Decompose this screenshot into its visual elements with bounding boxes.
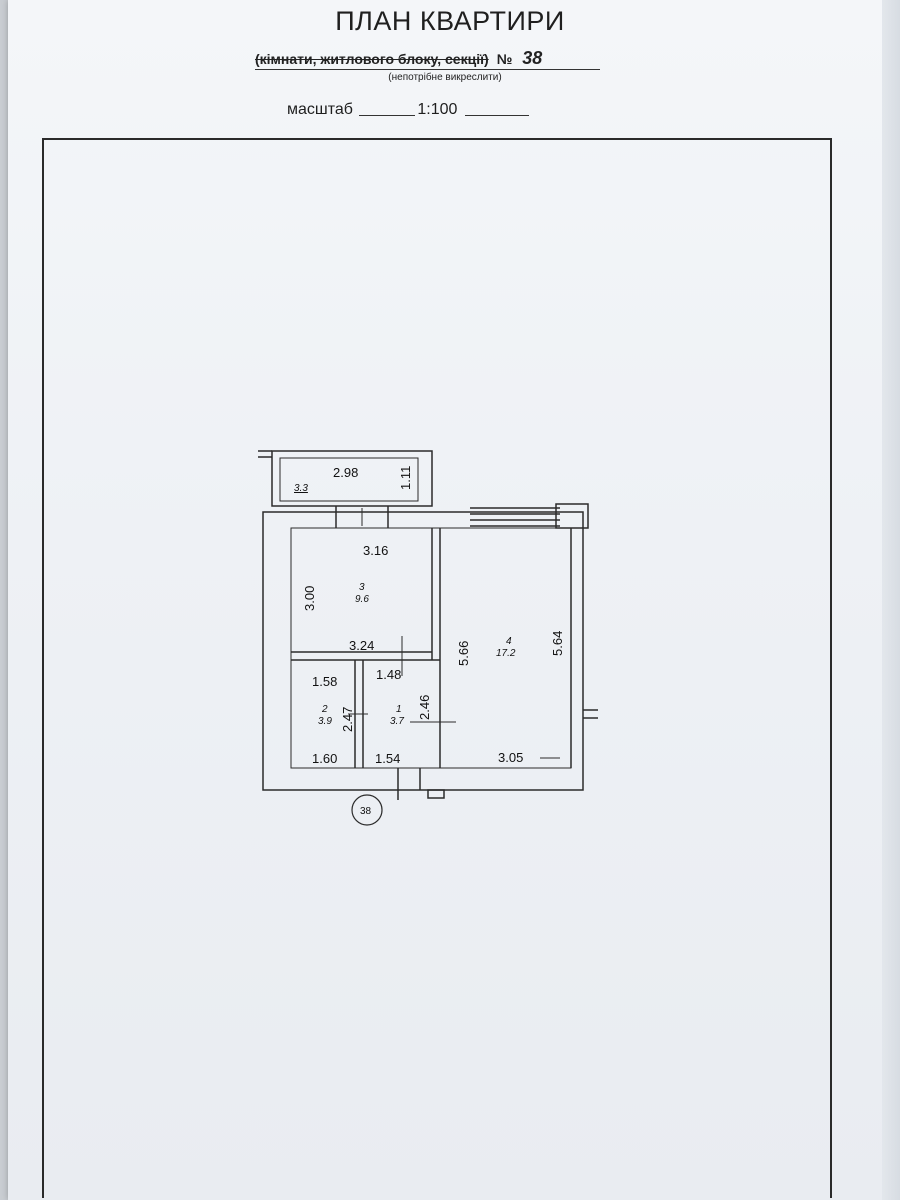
room2-top-dim: 1.58 xyxy=(312,674,337,689)
room4-area: 17.2 xyxy=(496,648,516,659)
subtitle-underline xyxy=(255,69,600,70)
window-pier xyxy=(555,503,589,529)
room3-area: 9.6 xyxy=(355,594,369,605)
room1-area: 3.7 xyxy=(390,716,404,727)
room4-number: 4 xyxy=(506,636,512,647)
balcony-width: 1.11 xyxy=(398,466,413,490)
sheet-edge xyxy=(882,0,900,1200)
room1-side-dim: 2.46 xyxy=(417,695,432,720)
drawing-frame xyxy=(42,138,832,1198)
paper-sheet xyxy=(8,0,892,1200)
strike-note: (непотрібне викреслити) xyxy=(388,72,502,83)
room2-side-dim: 2.47 xyxy=(340,707,355,732)
apartment-number: 38 xyxy=(522,48,543,68)
apartment-inner-wall xyxy=(290,527,572,769)
scale-value: 1:100 xyxy=(417,101,458,118)
room1-top-dim: 1.48 xyxy=(376,667,401,682)
room4-right-dim: 5.64 xyxy=(550,631,565,656)
room3-bottom-dim: 3.24 xyxy=(349,638,374,653)
subtitle-struck-text: (кімнати, житлового блоку, секції) xyxy=(255,51,489,67)
apartment-marker-circle xyxy=(351,794,383,826)
room1-bottom-dim: 1.54 xyxy=(375,751,400,766)
room3-top-dim: 3.16 xyxy=(363,543,388,558)
plan-walls xyxy=(258,450,598,800)
balcony-length: 2.98 xyxy=(333,465,358,480)
scale-row: масштаб 1:100 xyxy=(287,101,531,121)
room4-left-dim: 5.66 xyxy=(456,641,471,666)
room4-bottom-dim: 3.05 xyxy=(498,750,523,765)
room3-number: 3 xyxy=(359,582,365,593)
apartment-marker-label: 38 xyxy=(360,806,372,817)
scale-line-right xyxy=(465,115,530,116)
room2-bottom-dim: 1.60 xyxy=(312,751,337,766)
subtitle-row: (кімнати, житлового блоку, секції) № 38 xyxy=(255,48,615,70)
room2-area: 3.9 xyxy=(318,716,332,727)
scale-label: масштаб xyxy=(287,101,353,118)
room3-side-dim: 3.00 xyxy=(302,586,317,611)
entry-step xyxy=(427,789,445,799)
page-title: ПЛАН КВАРТИРИ xyxy=(335,6,565,36)
balcony-area: 3.3 xyxy=(294,483,308,494)
balcony-outline xyxy=(271,450,433,507)
balcony-inner xyxy=(279,457,419,502)
scale-line-left xyxy=(359,115,416,116)
room1-number: 1 xyxy=(396,704,402,715)
room2-number: 2 xyxy=(321,704,328,715)
apartment-outer-wall xyxy=(262,511,584,791)
number-label: № xyxy=(496,51,513,67)
